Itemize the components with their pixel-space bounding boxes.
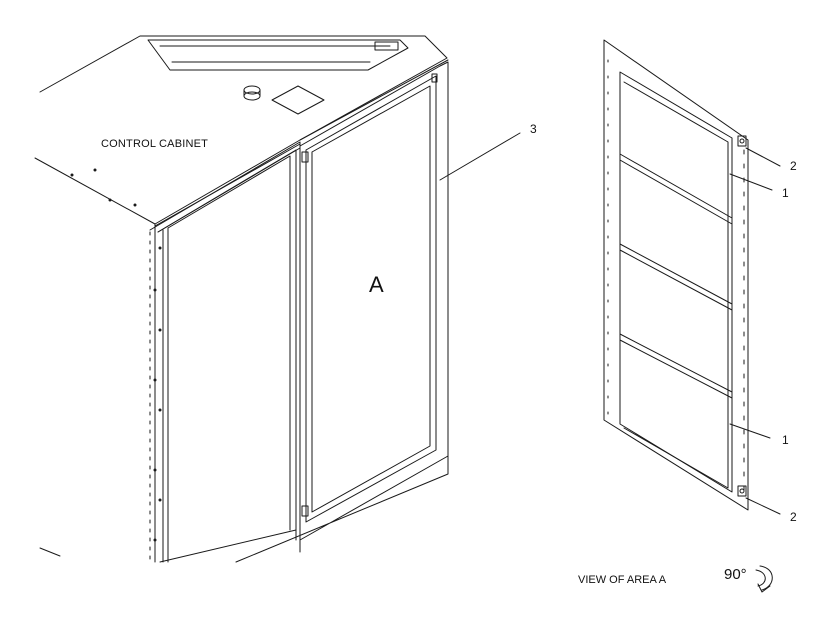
cabinet-top-panel-inner <box>159 45 391 63</box>
callout-3-leader <box>439 132 521 181</box>
cabinet-left-door-edge <box>167 155 291 531</box>
cabinet-corner-edge <box>299 59 449 141</box>
area-letter: A <box>369 272 384 297</box>
callout-1-bottom: 1 <box>782 433 789 447</box>
cabinet-top-edge <box>149 141 301 233</box>
callout-2-bottom: 2 <box>790 510 797 524</box>
cabinet-left-face <box>154 223 169 563</box>
view-frame-inner <box>619 71 733 493</box>
control-cabinet <box>34 35 449 563</box>
cabinet-top-slot <box>374 41 399 51</box>
view-rail-3 <box>619 333 733 399</box>
callout-2-top: 2 <box>790 159 797 173</box>
area-a-view <box>603 39 749 511</box>
cabinet-base <box>235 455 449 563</box>
rotation-arrow-icon <box>755 565 773 593</box>
view-rail-1 <box>619 153 733 225</box>
view-caption: VIEW OF AREA A <box>578 574 667 586</box>
door-frame-inner <box>305 75 437 523</box>
door-panel <box>311 85 431 513</box>
door-frame-outer <box>295 61 449 541</box>
callout-1-top: 1 <box>782 186 789 200</box>
view-rail-2 <box>619 243 733 311</box>
callout-1-top-leader <box>729 173 773 191</box>
callout-2-bottom-leader <box>745 497 781 515</box>
callout-1-bottom-leader <box>729 423 771 439</box>
callout-2-top-leader <box>745 147 781 167</box>
rotation-label: 90° <box>724 566 747 583</box>
callout-3: 3 <box>530 122 537 136</box>
cabinet-top-square <box>271 85 325 115</box>
cabinet-label: CONTROL CABINET <box>101 138 209 150</box>
cabinet-top-panel <box>147 39 409 71</box>
view-frame-outer <box>603 39 749 511</box>
cabinet-top-outline <box>34 35 448 225</box>
